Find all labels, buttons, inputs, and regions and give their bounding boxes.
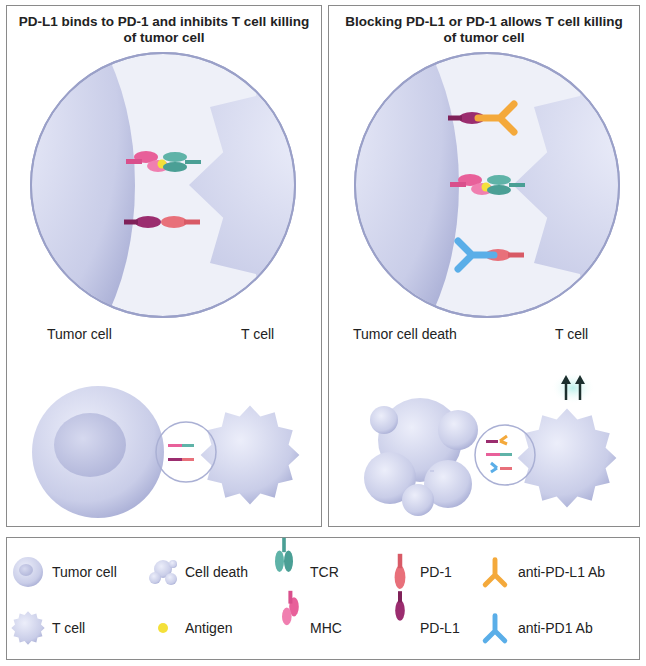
legend-text: anti-PD-L1 Ab [518,564,605,581]
panel-title: PD-L1 binds to PD-1 and inhibits T cell … [17,14,311,46]
cell-label: Tumor cell [47,326,112,343]
legend-text: Antigen [185,620,232,637]
legend-text: Cell death [185,564,248,581]
legend-text: MHC [310,620,342,637]
legend-text: PD-L1 [420,620,460,637]
legend-text: anti-PD1 Ab [518,620,593,637]
cell-label: T cell [241,326,274,343]
cell-label: T cell [555,326,588,343]
legend-text: TCR [310,564,339,581]
panel-box: Blocking PD-L1 or PD-1 allows T cell kil… [328,5,640,527]
legend-text: PD-1 [420,564,452,581]
panel-title: Blocking PD-L1 or PD-1 allows T cell kil… [339,14,629,46]
panel-box: PD-L1 binds to PD-1 and inhibits T cell … [6,5,322,527]
legend-text: Tumor cell [52,564,117,581]
legend-text: T cell [52,620,85,637]
cell-label: Tumor cell death [353,326,457,343]
